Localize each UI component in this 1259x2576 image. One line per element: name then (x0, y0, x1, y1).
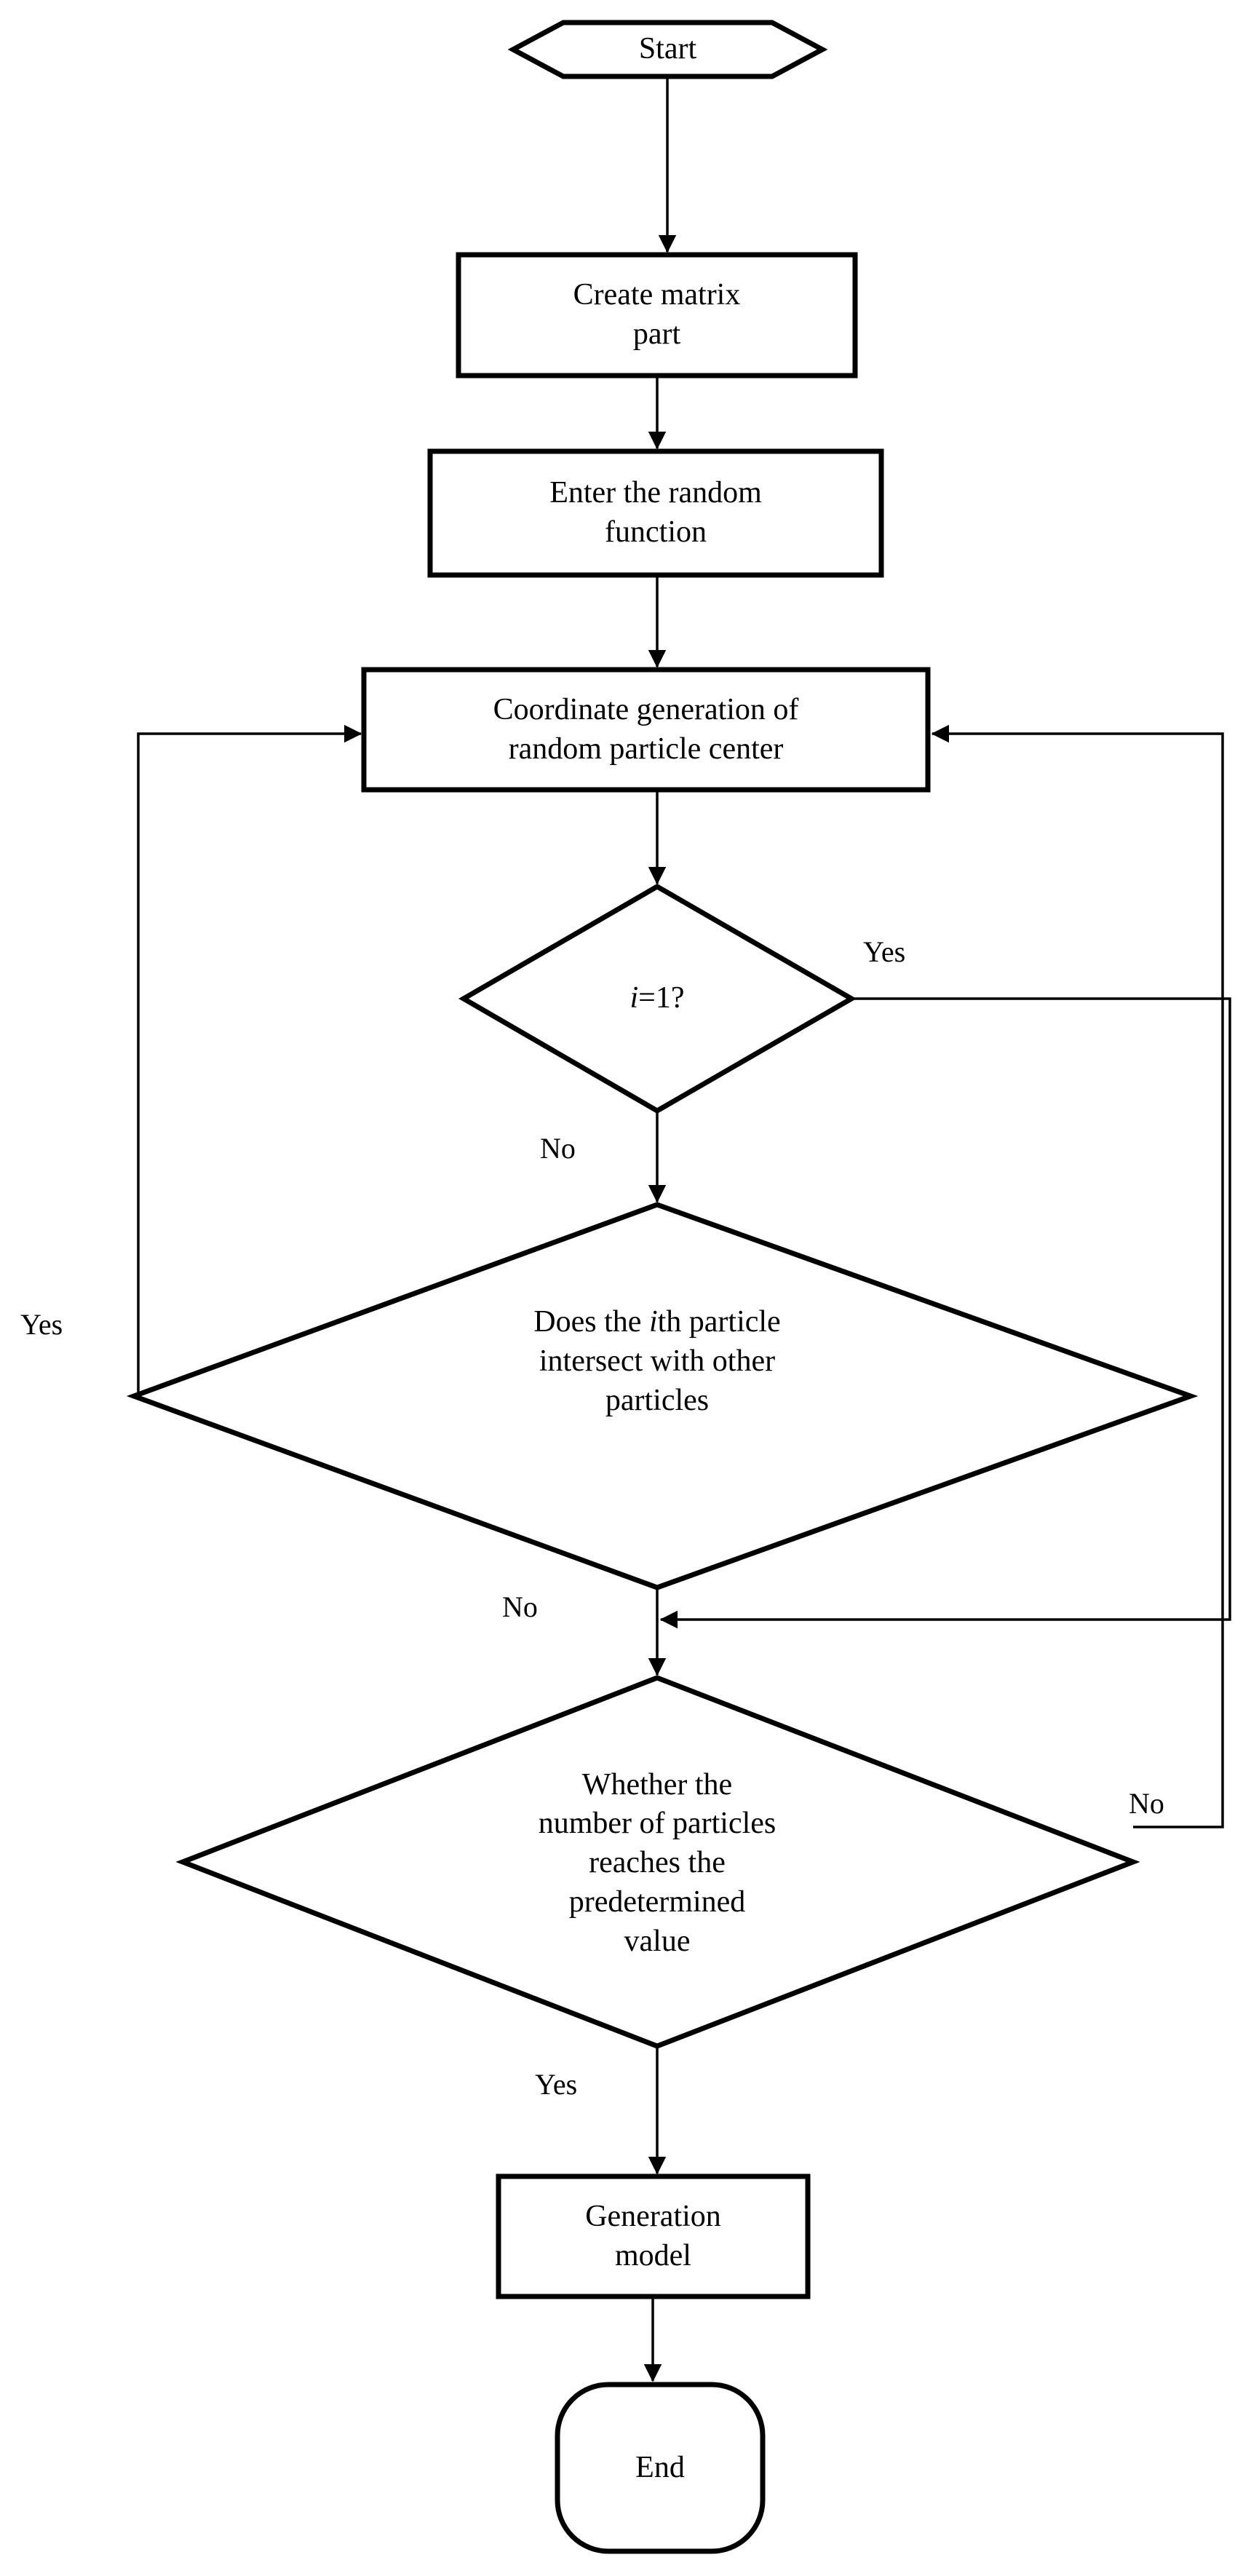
node-reached-shape (175, 1675, 1140, 2049)
node-create-shape (456, 252, 858, 379)
node-isfirst-shape (458, 883, 857, 1114)
node-genmodel-shape (496, 2173, 811, 2299)
edge-label-reached-no: No (1129, 1787, 1164, 1820)
node-coord-shape (361, 667, 931, 793)
edge-label-intersect-no: No (502, 1590, 538, 1623)
flow-shapes (126, 20, 1199, 2554)
edge-label-reached-yes: Yes (535, 2068, 578, 2101)
edge-label-intersect-yes: Yes (20, 1308, 63, 1341)
edge-reached-no-loopback (931, 724, 1224, 1828)
node-random-shape (427, 448, 884, 578)
edge-intersect-yes-loopback (135, 724, 362, 1398)
node-intersect-shape (126, 1202, 1199, 1590)
edge-label-isfirst-no: No (540, 1132, 576, 1165)
edge-isfirst-yes-bypass (659, 997, 1231, 1629)
flow-connectors (135, 78, 1231, 2382)
node-end-shape (555, 2382, 766, 2554)
edge-label-isfirst-yes: Yes (863, 935, 906, 968)
node-start-shape (507, 20, 828, 79)
